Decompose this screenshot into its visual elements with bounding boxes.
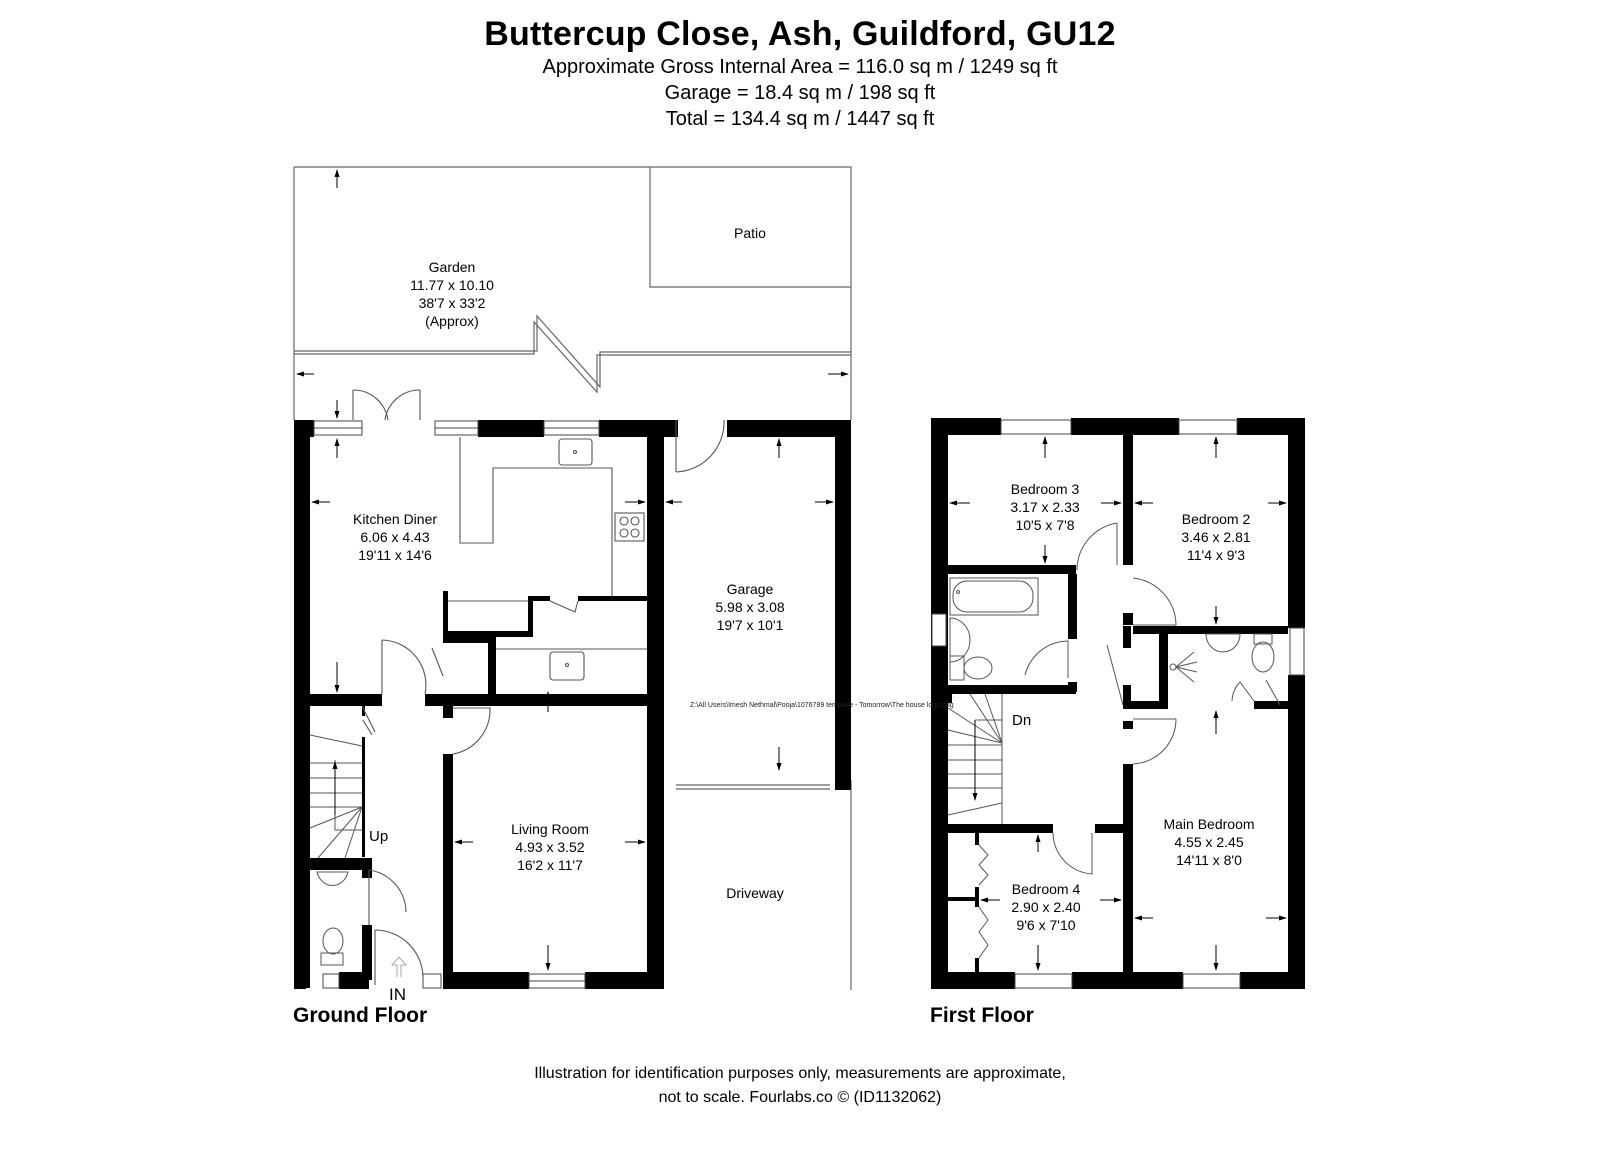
room-imperial: 19'11 x 14'6	[358, 547, 432, 563]
gross-area: Approximate Gross Internal Area = 116.0 …	[542, 56, 1058, 78]
room-metric: 3.46 x 2.81	[1181, 529, 1251, 545]
wc-fittings	[316, 871, 349, 966]
room-imperial: 10'5 x 7'8	[1015, 517, 1075, 533]
garage-area: Garage = 18.4 sq m / 198 sq ft	[664, 82, 936, 104]
garden-outline	[293, 166, 852, 990]
ground-walls	[294, 420, 851, 989]
first-walls	[931, 418, 1305, 989]
room-metric: 6.06 x 4.43	[360, 529, 430, 545]
first-windows	[931, 419, 1305, 989]
footer-line-2: not to scale. Fourlabs.co © (ID1132062)	[658, 1089, 942, 1106]
room-label-driveway: Driveway	[726, 884, 784, 902]
first-floor-plan	[931, 418, 1305, 989]
page-title: Buttercup Close, Ash, Guildford, GU12	[484, 15, 1116, 53]
room-name: Kitchen Diner	[352, 511, 438, 527]
room-metric: 5.98 x 3.08	[715, 599, 785, 615]
ground-dimension-arrows	[296, 169, 849, 971]
room-label-bedroom-4: Bedroom 4 2.90 x 2.40 9'6 x 7'10	[1011, 880, 1080, 934]
room-imperial: 16'2 x 11'7	[517, 857, 583, 873]
room-metric: 3.17 x 2.33	[1010, 499, 1080, 515]
room-label-bedroom-3: Bedroom 3 3.17 x 2.33 10'5 x 7'8	[1010, 480, 1079, 534]
room-label-kitchen: Kitchen Diner 6.06 x 4.43 19'11 x 14'6	[353, 510, 437, 564]
room-label-garden: Garden 11.77 x 10.10 38'7 x 33'2 (Approx…	[410, 258, 494, 330]
room-metric: 4.93 x 3.52	[515, 839, 585, 855]
first-floor-title: First Floor	[930, 1004, 1034, 1027]
ground-floor-plan	[293, 166, 852, 990]
room-name: Driveway	[726, 885, 784, 901]
ground-stairs	[309, 734, 363, 859]
room-imperial: 9'6 x 7'10	[1016, 917, 1076, 933]
room-imperial: 19'7 x 10'1	[716, 617, 784, 633]
first-dimension-arrows	[949, 436, 1287, 971]
room-name: Garden	[428, 259, 476, 275]
room-metric: 2.90 x 2.40	[1011, 899, 1081, 915]
room-name: Main Bedroom	[1163, 816, 1255, 832]
room-name: Patio	[734, 225, 766, 241]
entrance-label: IN	[389, 985, 406, 1004]
header: Buttercup Close, Ash, Guildford, GU12 Ap…	[0, 14, 1600, 132]
room-label-bedroom-2: Bedroom 2 3.46 x 2.81 11'4 x 9'3	[1181, 510, 1250, 564]
ground-floor-title: Ground Floor	[293, 1004, 428, 1027]
room-name: Bedroom 3	[1010, 481, 1080, 497]
room-metric: 4.55 x 2.45	[1174, 834, 1244, 850]
room-label-garage: Garage 5.98 x 3.08 19'7 x 10'1	[715, 580, 784, 634]
room-imperial: 14'11 x 8'0	[1176, 852, 1242, 868]
footer-disclaimer: Illustration for identification purposes…	[0, 1062, 1600, 1110]
room-imperial: 11'4 x 9'3	[1186, 547, 1246, 563]
room-imperial: 38'7 x 33'2	[418, 295, 486, 311]
room-name: Garage	[726, 581, 774, 597]
room-name: Living Room	[511, 821, 589, 837]
room-name: Bedroom 4	[1011, 881, 1081, 897]
kitchen-fittings	[352, 389, 725, 985]
room-label-patio: Patio	[734, 224, 766, 242]
room-name: Bedroom 2	[1181, 511, 1251, 527]
room-note: (Approx)	[425, 313, 479, 329]
footer-line-1: Illustration for identification purposes…	[534, 1065, 1066, 1082]
patio-outline	[649, 167, 851, 288]
room-label-main-bedroom: Main Bedroom 4.55 x 2.45 14'11 x 8'0	[1163, 815, 1254, 869]
stairs-down-label: Dn	[1012, 712, 1032, 729]
entrance-arrow-icon	[390, 956, 408, 977]
file-path-watermark: Z:\All Users\Imesh Nethmal\Pooja\1076789…	[690, 702, 954, 709]
room-label-living: Living Room 4.93 x 3.52 16'2 x 11'7	[511, 820, 589, 874]
total-area: Total = 134.4 sq m / 1447 sq ft	[665, 108, 935, 130]
room-metric: 11.77 x 10.10	[410, 277, 494, 293]
stairs-up-label: Up	[369, 828, 389, 845]
first-fittings	[949, 522, 1281, 959]
